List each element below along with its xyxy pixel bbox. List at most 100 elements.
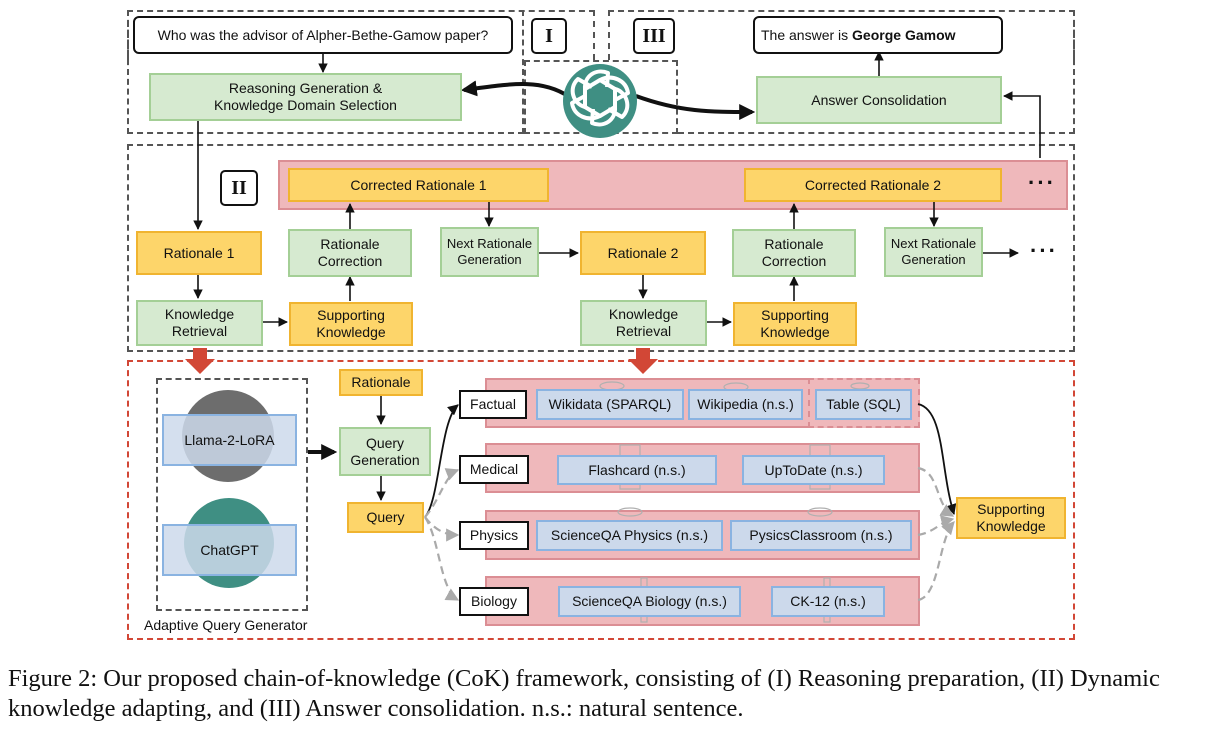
query-generation-box: Query Generation [339,427,431,476]
answer-consolidation-label: Answer Consolidation [811,91,947,108]
supporting-knowledge-2-line2: Knowledge [760,324,830,340]
rationale-1-label: Rationale 1 [163,244,235,261]
source-physicsclassroom: PysicsClassroom (n.s.) [730,520,912,551]
source-wikidata: Wikidata (SPARQL) [536,389,684,420]
query-generator-frame [156,378,308,611]
source-table-label: Table (SQL) [826,396,901,413]
answer-consolidation-box: Answer Consolidation [756,76,1002,124]
source-wikipedia: Wikipedia (n.s.) [688,389,803,420]
reasoning-generation-line2: Knowledge Domain Selection [214,97,397,113]
retrieval-frame [127,360,1075,640]
supporting-knowledge-1-line2: Knowledge [316,324,386,340]
knowledge-retrieval-2-box: Knowledge Retrieval [580,300,707,346]
query-generation-line1: Query [365,434,405,451]
rationale-2-box: Rationale 2 [580,231,706,275]
corrected-rationale-2-label: Corrected Rationale 2 [804,176,942,193]
corrected-rationale-1-box: Corrected Rationale 1 [288,168,549,202]
section-three-frame [678,10,1075,134]
domain-biology-label: Biology [471,593,517,610]
question-box: Who was the advisor of Alpher-Bethe-Gamo… [133,16,513,54]
section-marker-one-label: I [545,24,553,47]
rationale-correction-2-line1: Rationale [764,236,824,253]
source-scienceqa-physics: ScienceQA Physics (n.s.) [536,520,723,551]
arrow-factual-to-support [917,403,957,516]
arrow-biology-to-support [917,521,955,602]
source-scienceqa-biology: ScienceQA Biology (n.s.) [558,586,741,617]
next-rationale-generation-1-box: Next Rationale Generation [440,227,539,277]
supporting-knowledge-2-box: Supporting Knowledge [733,302,857,346]
knowledge-retrieval-1-box: Knowledge Retrieval [136,300,263,346]
rationale-correction-1-box: Rationale Correction [288,229,412,277]
rationale-1-box: Rationale 1 [136,231,262,275]
source-flashcard: Flashcard (n.s.) [557,455,717,485]
section-two-frame [127,144,1075,352]
arrow-llm-to-consolidation [635,94,756,120]
source-wikipedia-label: Wikipedia (n.s.) [697,396,794,413]
source-uptodate: UpToDate (n.s.) [742,455,885,485]
source-table: Table (SQL) [815,389,912,420]
source-scienceqa-biology-label: ScienceQA Biology (n.s.) [572,593,727,610]
domain-factual: Factual [459,390,527,419]
rationale-2-label: Rationale 2 [607,244,679,261]
arrow-medical-to-support [917,466,955,517]
supporting-knowledge-1-line1: Supporting [317,307,385,324]
rationale-correction-2-line2: Correction [761,253,827,269]
rationale-input-box: Rationale [339,369,423,396]
query-generator-title: Adaptive Query Generator [144,617,308,633]
section-marker-one: I [531,18,567,54]
band-ellipsis: ··· [1028,170,1056,195]
supporting-knowledge-1-box: Supporting Knowledge [289,302,413,346]
output-supporting-knowledge-line1: Supporting [977,501,1045,518]
query-box: Query [347,502,424,533]
llama-lora-label: Llama-2-LoRA [184,431,275,448]
section-one-frame [127,10,524,134]
rationale-correction-1-line2: Correction [317,253,383,269]
arrow-query-to-medical [424,468,460,518]
chain-ellipsis: ··· [1030,238,1058,263]
domain-medical-label: Medical [469,461,519,478]
next-rationale-generation-2-box: Next Rationale Generation [884,227,983,277]
down-arrow-icon [185,348,215,374]
source-physicsclassroom-label: PysicsClassroom (n.s.) [749,527,893,544]
section-marker-three: III [633,18,675,54]
openai-logo-icon [563,64,637,138]
llama-lora-box: Llama-2-LoRA [162,414,297,466]
query-label: Query [366,509,405,526]
source-scienceqa-physics-label: ScienceQA Physics (n.s.) [550,527,709,544]
corrected-rationale-1-label: Corrected Rationale 1 [350,176,487,193]
source-ck12-label: CK-12 (n.s.) [790,593,866,610]
rationale-correction-2-box: Rationale Correction [732,229,856,277]
next-rationale-1-line2: Generation [457,252,522,267]
next-rationale-2-line1: Next Rationale [890,236,977,252]
figure-caption: Figure 2: Our proposed chain-of-knowledg… [8,665,1160,722]
domain-physics: Physics [459,521,529,550]
corrected-rationale-2-box: Corrected Rationale 2 [744,168,1002,202]
chatgpt-box: ChatGPT [162,524,297,576]
question-text: Who was the advisor of Alpher-Bethe-Gamo… [157,26,489,43]
output-supporting-knowledge-line2: Knowledge [976,518,1046,534]
query-generation-line2: Generation [350,451,420,468]
arrow-physics-to-support [917,515,955,537]
next-rationale-1-line1: Next Rationale [446,236,533,252]
knowledge-retrieval-2-line1: Knowledge [608,306,679,323]
answer-box: The answer is George Gamow [753,16,1003,54]
domain-factual-label: Factual [470,396,516,413]
domain-biology: Biology [459,587,529,616]
next-rationale-2-line2: Generation [901,252,966,267]
section-marker-two: II [220,170,258,206]
arrow-band-to-consolidation [1003,91,1041,158]
reasoning-generation-line1: Reasoning Generation & [228,80,383,97]
answer-name: George Gamow [852,26,956,43]
rationale-correction-1-line1: Rationale [320,236,380,253]
knowledge-retrieval-1-line1: Knowledge [164,306,235,323]
arrow-query-to-factual [424,404,459,518]
arrow-query-to-biology [424,516,460,601]
source-flashcard-label: Flashcard (n.s.) [588,461,686,478]
arrow-llm-to-reasoning [460,80,570,98]
supporting-knowledge-2-line1: Supporting [761,307,829,324]
chatgpt-label: ChatGPT [200,541,259,558]
source-uptodate-label: UpToDate (n.s.) [764,461,863,478]
answer-prefix: The answer is [761,26,853,43]
